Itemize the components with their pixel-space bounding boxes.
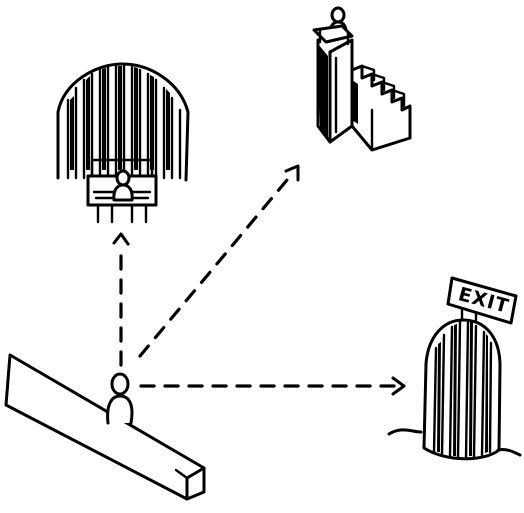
arrow-to-tower xyxy=(140,166,298,356)
arrow-to-organ xyxy=(114,234,128,365)
exit-sign: EXIT xyxy=(448,278,516,323)
stair-tower xyxy=(314,8,410,150)
person-at-bench xyxy=(108,374,132,423)
exit-door-scene xyxy=(389,304,520,459)
pipe-organ xyxy=(58,64,188,222)
arrow-to-exit xyxy=(141,378,404,394)
long-bench xyxy=(6,355,204,499)
